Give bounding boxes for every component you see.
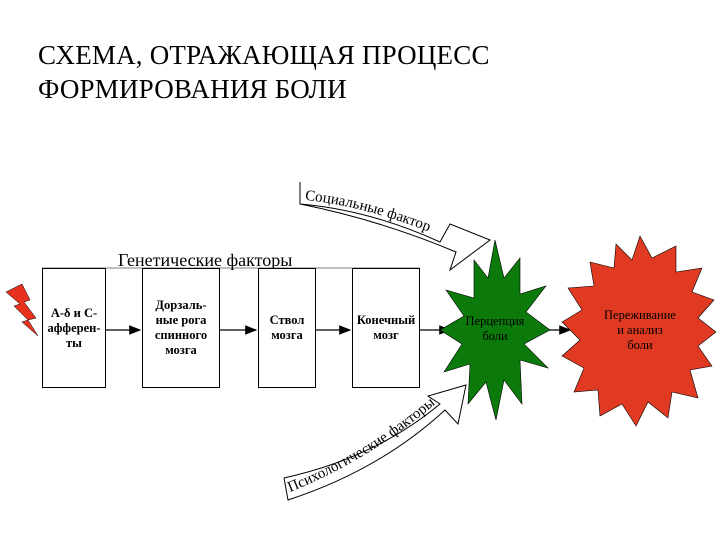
experience-burst <box>561 235 717 427</box>
social-factors-arrow <box>299 182 492 272</box>
title-line-2: ФОРМИРОВАНИЯ БОЛИ <box>38 74 347 104</box>
lightning-icon <box>5 283 39 337</box>
psychological-factors-arrow <box>283 384 467 501</box>
perception-burst <box>439 239 551 421</box>
box-brainstem-label: Ствол мозга <box>269 313 305 342</box>
box-afferents-label: А-δ и С- афферен- ты <box>47 305 101 350</box>
perception-label: Перцепция боли <box>465 314 525 343</box>
slide-title: СХЕМА, ОТРАЖАЮЩАЯ ПРОЦЕСС ФОРМИРОВАНИЯ Б… <box>38 38 490 106</box>
box-brainstem: Ствол мозга <box>258 268 316 388</box>
box-forebrain: Конечный мозг <box>352 268 420 388</box>
genetic-factors-label: Генетические факторы <box>118 250 293 270</box>
social-factors-label: Социальные факторы <box>0 0 433 235</box>
social-factors-text: Социальные факторы <box>0 0 433 235</box>
box-dorsal-horns: Дорзаль- ные рога спинного мозга <box>142 268 220 388</box>
psychological-factors-text: Психологические факторы <box>285 395 438 496</box>
experience-label: Переживание и анализ боли <box>604 308 676 352</box>
psychological-factors-label: Психологические факторы <box>285 395 438 496</box>
box-forebrain-label: Конечный мозг <box>356 313 416 342</box>
box-dorsal-horns-label: Дорзаль- ные рога спинного мозга <box>154 298 208 357</box>
title-line-1: СХЕМА, ОТРАЖАЮЩАЯ ПРОЦЕСС <box>38 40 490 70</box>
box-afferents: А-δ и С- афферен- ты <box>42 268 106 388</box>
